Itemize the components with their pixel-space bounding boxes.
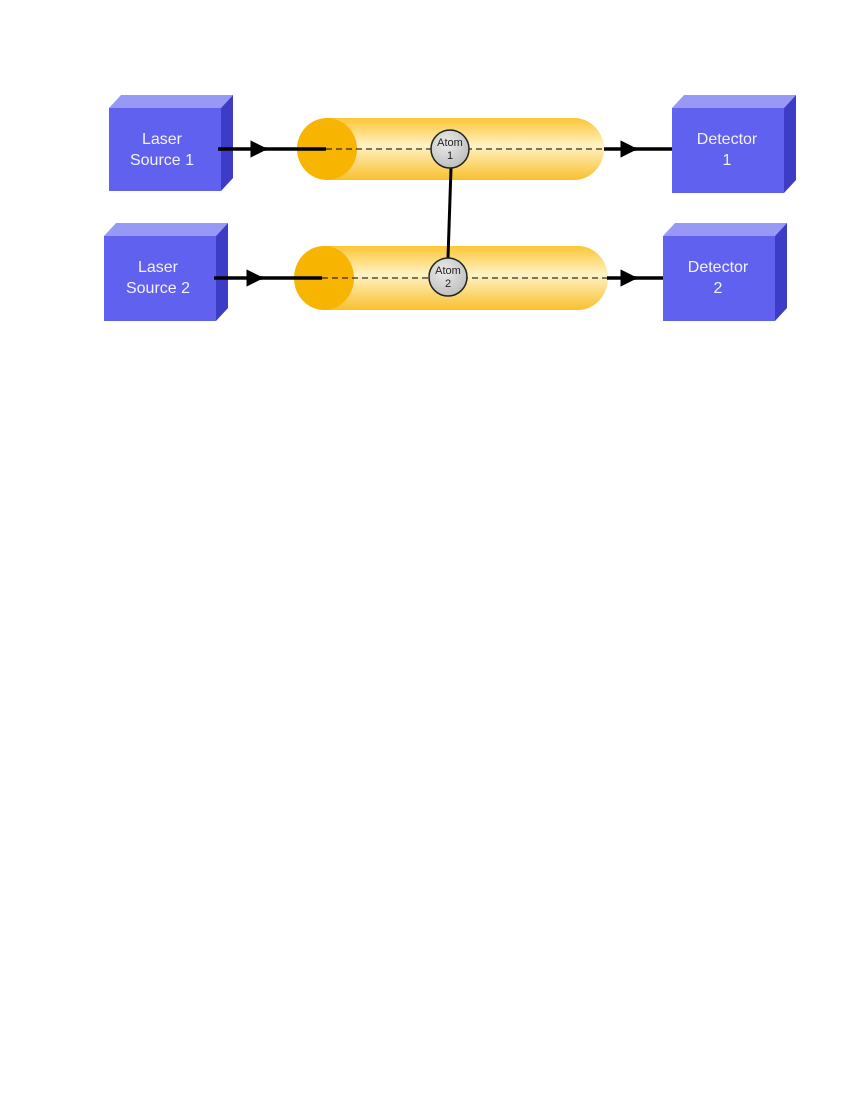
atom-2-label-line1: Atom [435, 265, 461, 277]
atom-1-label-line1: Atom [437, 137, 463, 149]
laser-source-1-box: Laser Source 1 [109, 95, 233, 191]
detector-2-box: Detector 2 [663, 223, 787, 321]
laser-source-2-box: Laser Source 2 [104, 223, 228, 321]
atom-1-label-line2: 1 [447, 150, 453, 162]
atom-coupling-line [446, 167, 453, 259]
detector-2-label-line2: 2 [714, 280, 723, 297]
laser-source-1-label-line1: Laser [142, 131, 183, 148]
detector-1-box: Detector 1 [672, 95, 796, 193]
detector-1-label-line2: 1 [723, 152, 732, 169]
atom-2-label-line2: 2 [445, 278, 451, 290]
atom-1: Atom 1 [430, 129, 470, 169]
atom-2: Atom 2 [428, 257, 468, 297]
detector-1-label-line1: Detector [697, 131, 758, 148]
detector-2-label-line1: Detector [688, 259, 749, 276]
laser-source-2-label-line1: Laser [138, 259, 179, 276]
laser-source-2-label-line2: Source 2 [126, 280, 190, 297]
laser-source-1-label-line2: Source 1 [130, 152, 194, 169]
